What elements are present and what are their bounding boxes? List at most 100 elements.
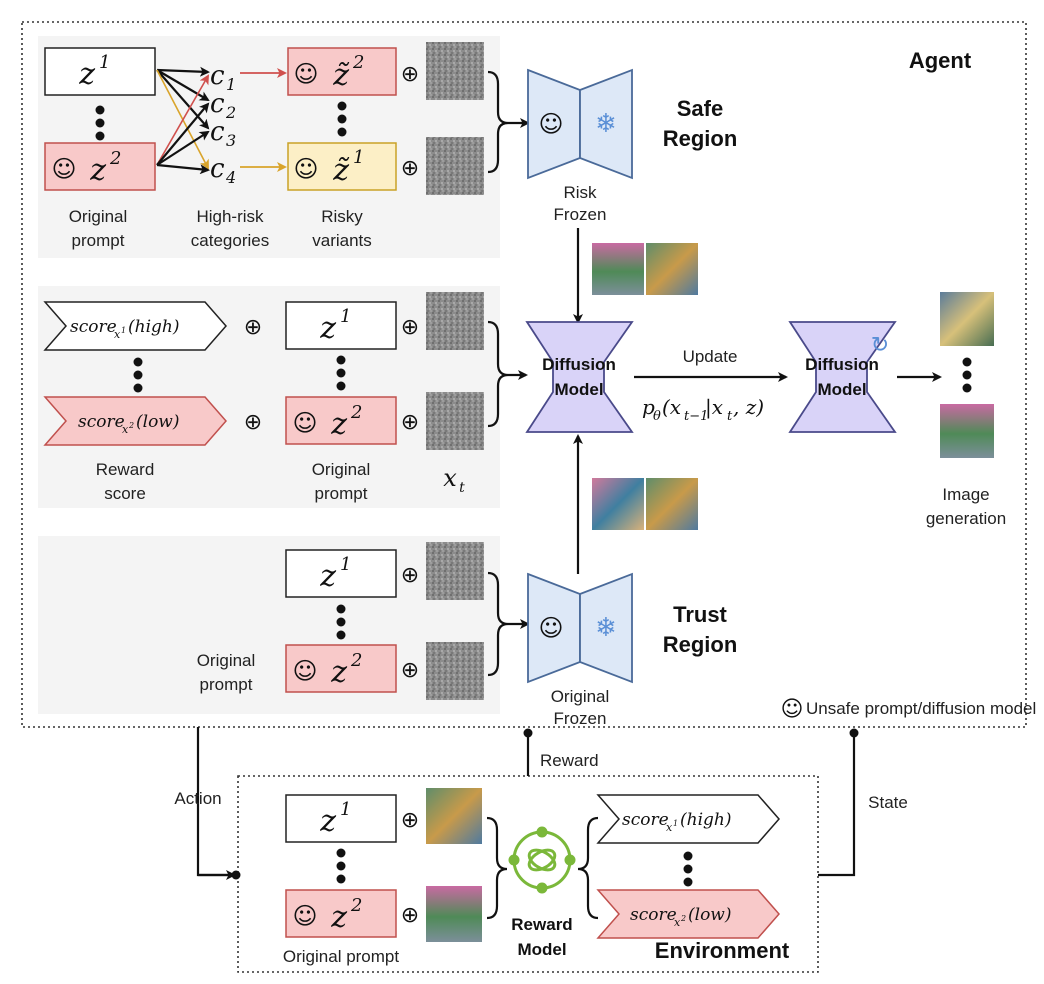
oplus: ⊕ [401,62,419,87]
risky-variant-z2: ☺ z̃ 2 [287,47,397,96]
svg-text:z: z [319,559,336,594]
safe-region-label-b: Region [663,126,738,151]
vertical-dots [336,355,346,391]
generated-image [592,478,644,530]
trust-region-label-a: Trust [673,602,727,627]
prompt-z1-safe: z 1 [44,47,156,96]
svg-text:t: t [727,409,733,424]
svg-text:x: x [114,328,121,341]
agent-frame [21,21,1027,728]
svg-text:score: score [78,412,125,432]
generated-image [646,478,698,530]
svg-text:1: 1 [340,799,351,820]
svg-text:1: 1 [226,75,236,94]
xt-label: x t [443,464,465,496]
prompt-to-category-arrows [156,66,210,175]
diffusion-model-updated: Diffusion Model ↻ [788,321,897,433]
svg-text:4: 4 [225,168,236,187]
oplus: ⊕ [401,903,419,928]
noise-image [426,292,484,350]
reward-score-label-b: score [104,484,146,503]
state-arrow [818,728,859,877]
prompt-z2-unsafe-policy: ☺ z 2 [285,396,397,445]
snowflake-icon: ❄ [595,613,617,643]
svg-text:2: 2 [350,402,362,423]
original-prompt-label-1b: prompt [72,231,125,250]
original-frozen-label-a: Original [551,687,610,706]
svg-text:1: 1 [673,819,678,828]
vertical-dots [683,851,693,887]
svg-text:(x: (x [662,395,681,419]
original-frozen-label-b: Frozen [554,709,607,728]
svg-text:x: x [443,464,457,492]
risk-frozen-model: ☺ ❄ [527,68,633,180]
trust-region-label-b: Region [663,632,738,657]
svg-text:2: 2 [352,52,364,73]
reward-model-label-b: Model [517,940,566,959]
env-score-high-shape: score x 1 (high) [596,794,780,844]
reward-model-icon [508,826,576,894]
generated-image [940,292,994,346]
risk-frozen-label-a: Risk [563,183,597,202]
svg-text:z: z [78,57,95,92]
unsafe-devil-icon: ☺ [538,614,563,642]
unsafe-devil-icon: ☺ [781,697,804,722]
oplus: ⊕ [401,410,419,435]
svg-text:c: c [210,117,225,147]
svg-text:z̃: z̃ [332,58,350,93]
svg-text:2: 2 [109,148,121,169]
env-score-low-shape: score x 2 (low) [596,889,780,939]
brace-env-right [577,816,599,920]
svg-text:1: 1 [340,554,351,575]
prompt-z2-unsafe-safe: ☺ z 2 [44,142,156,191]
vertical-dots [336,848,346,884]
svg-text:3: 3 [226,131,236,150]
oplus: ⊕ [401,808,419,833]
image-generation-label-b: generation [926,509,1006,528]
vertical-dots [962,357,972,393]
risky-variants-label-b: variants [312,231,372,250]
original-frozen-model: ☺ ❄ [527,572,633,684]
reward-score-low-shape: score x 2 (low) [43,396,227,446]
environment-label: Environment [655,938,790,963]
oplus: ⊕ [401,315,419,340]
svg-text:c: c [210,61,225,91]
svg-text:Model: Model [817,380,866,399]
brace-env-left [486,816,508,920]
svg-text:2: 2 [350,650,362,671]
svg-text:z: z [330,407,347,442]
original-prompt-label-env: Original prompt [283,947,399,966]
svg-text:(low): (low) [688,905,732,925]
oplus: ⊕ [401,156,419,181]
svg-text:2: 2 [225,103,236,122]
noise-image [426,542,484,600]
noise-image [426,137,484,195]
original-prompt-label-2a: Original [312,460,371,479]
svg-text:t−1: t−1 [684,409,708,424]
svg-text:c: c [210,89,225,119]
svg-text:1: 1 [340,306,351,327]
prompt-z2-unsafe-trust: ☺ z 2 [285,644,397,693]
svg-text:|x: |x [705,395,723,420]
vertical-dots [336,604,346,640]
svg-text:z: z [89,153,106,188]
policy-formula: p θ (x t−1 |x t , z) [642,395,764,424]
high-risk-label-b: categories [191,231,269,250]
prompt-z1-trust: z 1 [285,549,397,598]
oplus: ⊕ [401,658,419,683]
update-label: Update [683,347,738,366]
svg-text:z: z [330,655,347,690]
generated-image [646,243,698,295]
svg-text:score: score [630,905,677,925]
high-risk-label-a: High-risk [196,207,264,226]
oplus: ⊕ [244,315,262,340]
safe-region-label-a: Safe [677,96,723,121]
svg-text:x: x [666,821,673,834]
oplus: ⊕ [401,563,419,588]
svg-text:z̃: z̃ [332,153,350,188]
svg-text:(low): (low) [136,412,180,432]
original-prompt-label-3b: prompt [200,675,253,694]
